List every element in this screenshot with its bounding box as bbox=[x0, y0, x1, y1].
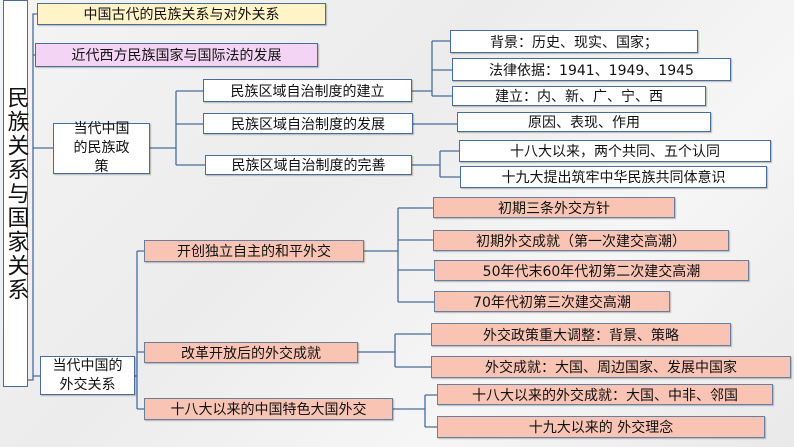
node-autonomy-develop: 民族区域自治制度的发展 bbox=[203, 113, 413, 134]
node-ancient-relations: 中国古代的民族关系与对外关系 bbox=[37, 3, 326, 25]
leaf-18th-congress: 十八大以来，两个共同、五个认同 bbox=[459, 140, 771, 162]
node-modern-western: 近代西方民族国家与国际法的发展 bbox=[35, 43, 318, 67]
node-ethnic-policy: 当代中国的民族政策 bbox=[53, 121, 150, 175]
leaf-19th-philosophy: 十九大以来的 外交理念 bbox=[437, 416, 765, 438]
leaf-legal-basis: 法律依据：1941、1949、1945 bbox=[452, 58, 731, 81]
node-major-country-diplomacy: 十八大以来的中国特色大国外交 bbox=[144, 398, 393, 420]
leaf-causes: 原因、表现、作用 bbox=[457, 112, 711, 132]
node-autonomy-establish: 民族区域自治制度的建立 bbox=[203, 79, 412, 102]
leaf-third-wave: 70年代初第三次建交高潮 bbox=[434, 291, 670, 312]
leaf-background: 背景：历史、现实、国家； bbox=[450, 30, 698, 53]
node-foreign-relations: 当代中国的外交关系 bbox=[40, 356, 135, 395]
leaf-policy-adjustment: 外交政策重大调整：背景、策略 bbox=[431, 323, 731, 346]
leaf-19th-congress: 十九大提出筑牢中华民族共同体意识 bbox=[460, 166, 767, 188]
leaf-second-wave: 50年代末60年代初第二次建交高潮 bbox=[434, 260, 749, 281]
leaf-three-policies: 初期三条外交方针 bbox=[433, 197, 675, 218]
root-node: 民族关系与国家关系 bbox=[3, 0, 29, 387]
node-peaceful-diplomacy: 开创独立自主的和平外交 bbox=[144, 240, 364, 262]
leaf-reform-achievements: 外交成就：大国、周边国家、发展中国家 bbox=[431, 356, 791, 378]
leaf-establish-regions: 建立：内、新、广、宁、西 bbox=[452, 86, 706, 106]
node-autonomy-improve: 民族区域自治制度的完善 bbox=[205, 155, 412, 175]
leaf-18th-achievements: 十八大以来的外交成就：大国、中非、邻国 bbox=[437, 384, 773, 405]
node-reform-diplomacy: 改革开放后的外交成就 bbox=[144, 342, 358, 363]
leaf-first-wave: 初期外交成就（第一次建交高潮） bbox=[433, 230, 729, 251]
